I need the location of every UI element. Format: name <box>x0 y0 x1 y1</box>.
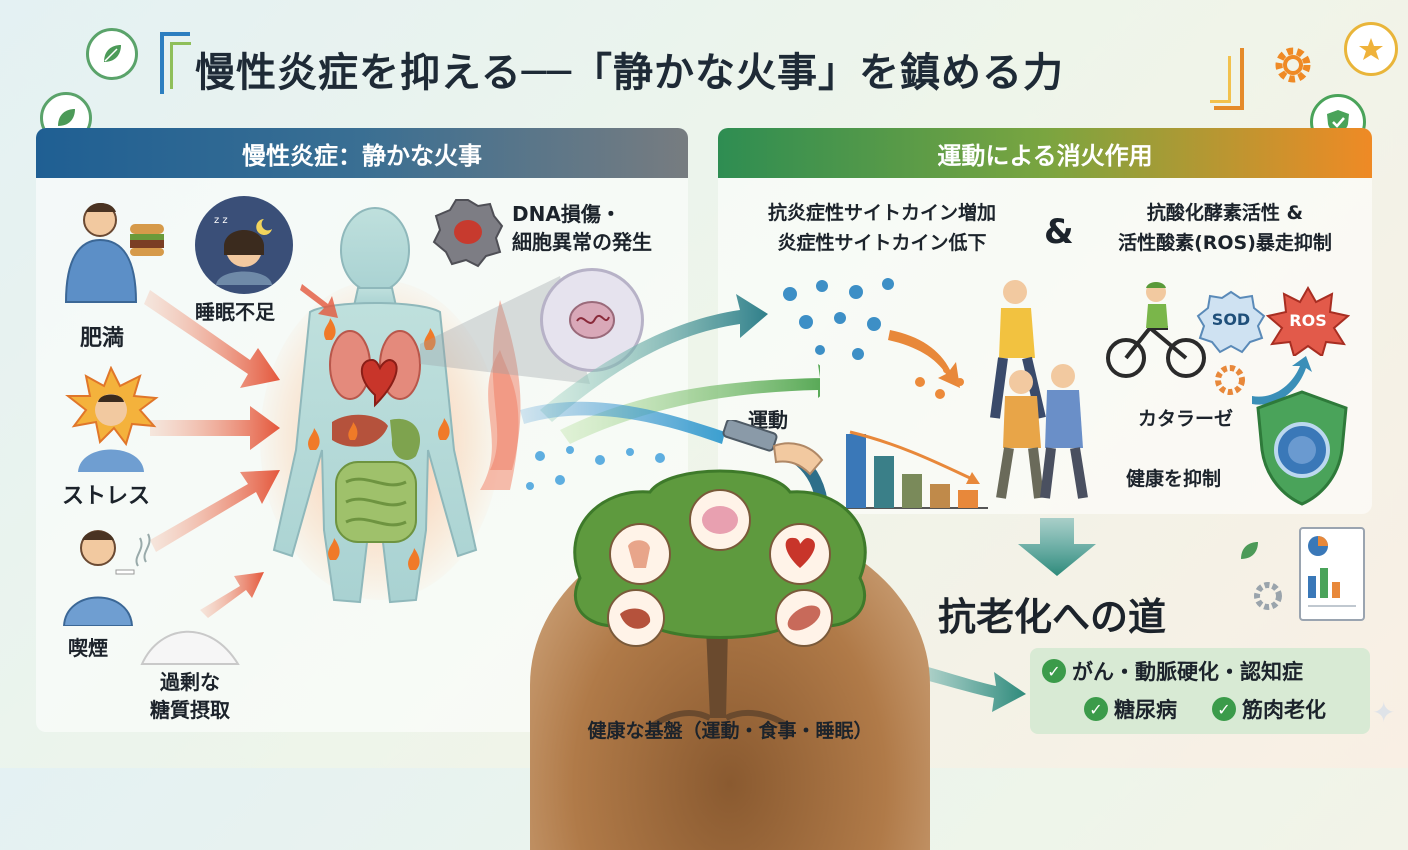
dna-damage-line1: DNA損傷・ <box>512 202 621 226</box>
cause-sugar-label-line2: 糖質摂取 <box>150 698 230 722</box>
cause-smoking-label: 喫煙 <box>68 636 108 660</box>
title-bracket-right <box>1214 48 1244 110</box>
dna-damage-line2: 細胞異常の発生 <box>512 230 652 254</box>
check-icon: ✓ <box>1084 697 1108 721</box>
cause-arrows <box>144 290 280 618</box>
sugar-pile-illustration <box>140 614 240 670</box>
sleep-deprivation-illustration: z z <box>195 196 293 294</box>
health-tree-illustration <box>573 469 867 728</box>
ros-badge-icon <box>1266 286 1350 356</box>
cytokine-line2: 炎症性サイトカイン低下 <box>777 232 987 254</box>
catalase-label: カタラーゼ <box>1138 408 1234 430</box>
dna-damage-label: DNA損傷・ 細胞異常の発生 <box>512 200 652 256</box>
suppress-label: 健康を抑制 <box>1126 468 1222 490</box>
benefits-box <box>1030 648 1370 734</box>
title-bracket-left <box>160 32 190 94</box>
benefit-item: ✓ がん・動脈硬化・認知症 <box>1042 656 1303 686</box>
leaf-icon <box>86 28 138 80</box>
obesity-illustration <box>60 198 170 312</box>
smoking-illustration <box>60 522 160 630</box>
cyclist-illustration <box>1106 282 1206 378</box>
gear-icon <box>1268 40 1318 90</box>
svg-text:z z: z z <box>214 215 228 226</box>
cytokine-particles <box>783 278 964 399</box>
cytokine-text: 抗炎症性サイトカイン増加 炎症性サイトカイン低下 <box>732 198 1032 258</box>
down-arrow-icon <box>1018 518 1096 576</box>
ampersand-symbol: & <box>1044 212 1074 252</box>
benefit-item-label: 糖尿病 <box>1114 698 1177 722</box>
antioxidant-line2: 活性酸素(ROS)暴走抑制 <box>1118 232 1332 254</box>
benefit-item-label: 筋肉老化 <box>1242 698 1326 722</box>
title-bracket-right-inner <box>1210 56 1231 103</box>
damaged-cell-icon <box>432 196 504 272</box>
foundation-label: 健康な基盤（運動・食事・睡眠） <box>587 720 873 742</box>
ros-label: ROS <box>1289 311 1327 330</box>
leaf-icon <box>1236 538 1262 568</box>
report-document-icon <box>1299 527 1365 621</box>
title-bracket-left-inner <box>170 42 191 89</box>
left-panel-header: 慢性炎症：静かな火事 <box>36 128 688 178</box>
fire-flames <box>480 300 521 490</box>
star-icon <box>1344 22 1398 76</box>
cause-stress-label: ストレス <box>62 484 151 509</box>
declining-bars-icon <box>842 430 988 509</box>
sleep-arrow <box>300 284 338 318</box>
right-panel-header: 運動による消火作用 <box>718 128 1372 178</box>
stress-illustration <box>56 365 166 476</box>
human-body-figure <box>272 207 478 604</box>
cytokine-line1: 抗炎症性サイトカイン増加 <box>767 202 996 224</box>
cause-sugar-label: 過剰な 糖質摂取 <box>150 668 230 724</box>
cause-sleep-label: 睡眠不足 <box>195 300 275 324</box>
walking-people-illustration <box>990 280 1088 499</box>
benefit-item: ✓ 糖尿病 <box>1084 694 1177 724</box>
anti-aging-title: 抗老化への道 <box>938 595 1167 639</box>
sod-label: SOD <box>1211 310 1251 329</box>
antioxidant-line1: 抗酸化酵素活性 & <box>1146 202 1304 224</box>
catalase-gear-icon <box>1215 356 1312 405</box>
sparkle-icon: ✦ <box>1372 696 1396 729</box>
cause-sugar-label-line1: 過剰な <box>160 670 220 694</box>
benefit-item: ✓ 筋肉老化 <box>1212 694 1326 724</box>
extinguish-arrows <box>520 294 820 490</box>
benefit-item-label: がん・動脈硬化・認知症 <box>1072 660 1303 684</box>
check-icon: ✓ <box>1212 697 1236 721</box>
sod-badge-icon <box>1196 290 1266 354</box>
gear-icon <box>1248 576 1288 620</box>
page-title: 慢性炎症を抑える──「静かな火事」を鎮める力 <box>195 50 1064 96</box>
check-icon: ✓ <box>1042 659 1066 683</box>
cause-obesity-label: 肥満 <box>80 326 125 351</box>
benefit-arrow-icon <box>900 660 1026 712</box>
protective-shield-icon <box>1256 390 1348 506</box>
antioxidant-text: 抗酸化酵素活性 & 活性酸素(ROS)暴走抑制 <box>1084 198 1366 258</box>
